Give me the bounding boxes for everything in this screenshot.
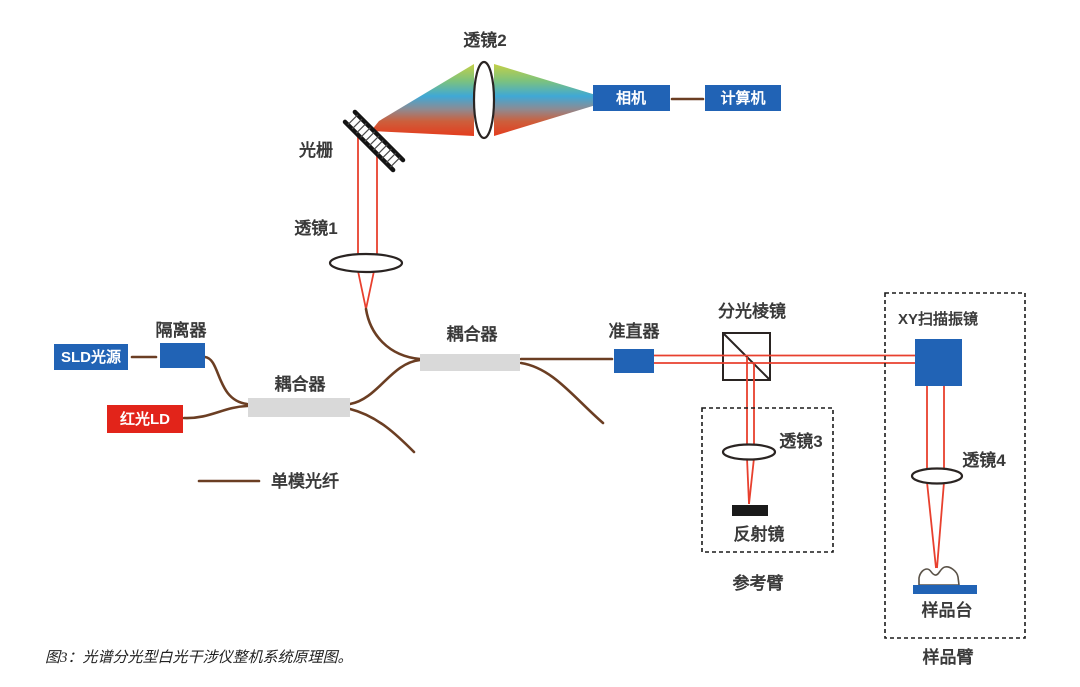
sample-shape xyxy=(918,566,960,586)
isolator-box xyxy=(160,343,205,368)
sld-source-box xyxy=(54,344,128,370)
grating-icon xyxy=(342,109,406,173)
reference-arm-label: 参考臂 xyxy=(733,573,784,593)
sample-stage-label: 样品台 xyxy=(922,600,973,620)
lens1-label: 透镜1 xyxy=(294,218,337,238)
galvo-label: XY扫描振镜 xyxy=(898,310,978,328)
figure-caption: 图3：光谱分光型白光干涉仪整机系统原理图。 xyxy=(45,649,353,666)
computer-box xyxy=(705,85,781,111)
sample-stage-bar xyxy=(913,585,977,594)
mirror-label: 反射镜 xyxy=(734,524,785,544)
isolator-label: 隔离器 xyxy=(156,320,208,340)
dispersed-rainbow-beam xyxy=(371,64,596,136)
sld-source-label: SLD光源 xyxy=(61,348,121,366)
camera-box xyxy=(593,85,670,111)
sample-arm-label: 样品臂 xyxy=(923,647,974,667)
reference-arm-box xyxy=(701,407,834,553)
coupler1-box xyxy=(248,398,350,417)
mirror-bar xyxy=(732,505,768,516)
lens2-icon xyxy=(472,60,496,140)
red-ld-label: 红光LD xyxy=(120,410,170,428)
lens1-icon xyxy=(328,252,404,274)
single-mode-fibers xyxy=(130,97,705,483)
beam-splitter-label: 分光棱镜 xyxy=(718,301,786,321)
computer-label: 计算机 xyxy=(720,89,765,107)
fiber-legend-label: 单模光纤 xyxy=(271,471,339,491)
grating-label: 光栅 xyxy=(298,140,333,160)
collimator-label: 准直器 xyxy=(609,321,661,341)
lens3-icon xyxy=(721,443,777,461)
red-laser-beams xyxy=(357,133,945,569)
lens4-label: 透镜4 xyxy=(962,450,1006,470)
lens2-label: 透镜2 xyxy=(463,30,506,50)
lens3-label: 透镜3 xyxy=(779,431,822,451)
collimator-box xyxy=(614,349,654,373)
lens4-icon xyxy=(910,467,964,485)
coupler1-label: 耦合器 xyxy=(275,374,327,394)
camera-label: 相机 xyxy=(616,89,646,107)
coupler2-box xyxy=(420,354,520,371)
red-ld-box xyxy=(107,405,183,433)
galvo-box xyxy=(915,339,962,386)
sample-arm-box xyxy=(884,292,1026,639)
coupler2-label: 耦合器 xyxy=(447,324,499,344)
